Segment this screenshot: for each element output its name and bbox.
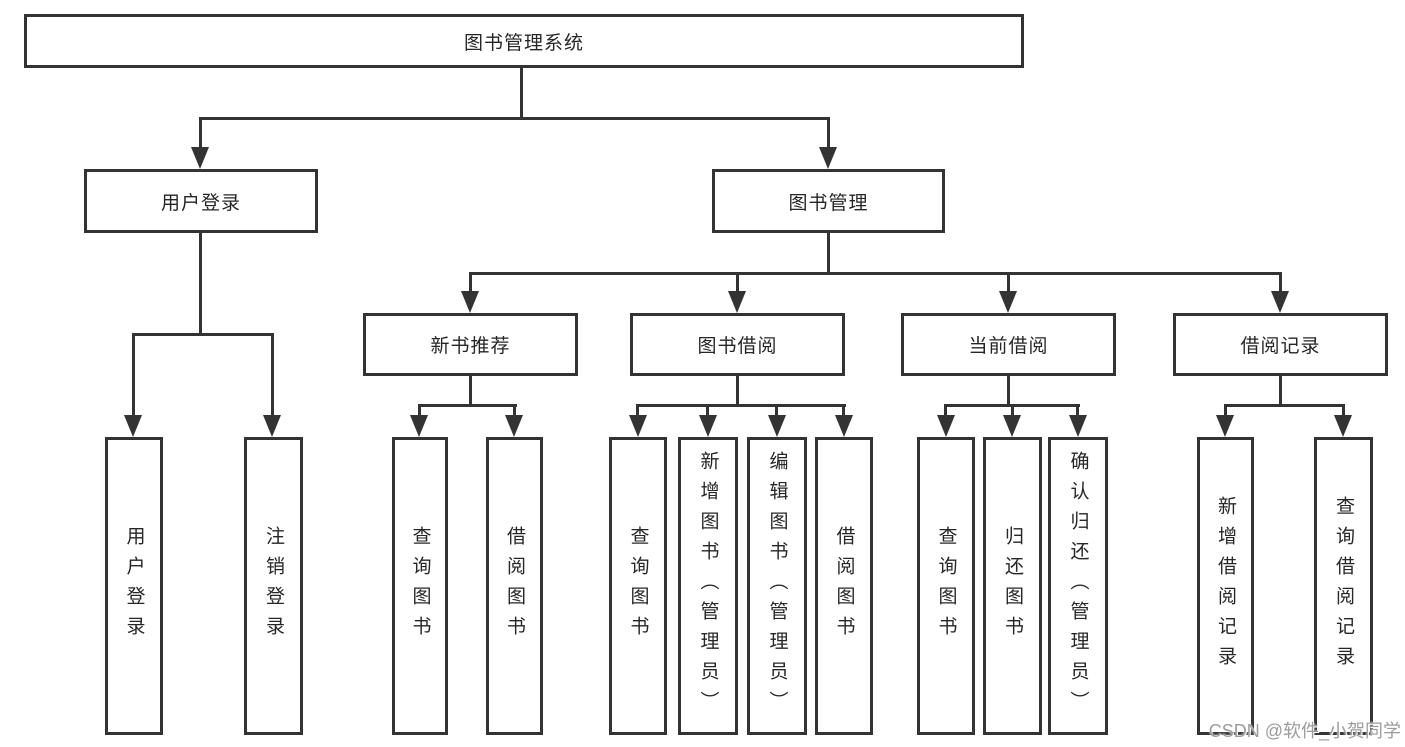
arrow-down-icon: [629, 415, 647, 437]
node-book-borrow: 图书借阅: [630, 313, 845, 376]
leaf-label: 新增借阅记录: [1215, 496, 1236, 676]
leaf-label: 编辑图书（管理员）: [766, 451, 788, 721]
leaf-label: 查询图书: [935, 526, 957, 646]
leaf-label: 注销登录: [263, 526, 284, 646]
arrow-down-icon: [937, 415, 955, 437]
arrow-down-icon: [1271, 291, 1289, 313]
arrow-down-icon: [768, 415, 786, 437]
connector-line: [1342, 404, 1345, 416]
arrow-down-icon: [461, 291, 479, 313]
leaf-label: 新增图书（管理员）: [697, 451, 719, 721]
connector-line: [418, 404, 421, 416]
connector-line: [271, 333, 274, 415]
connector-line: [1007, 272, 1010, 292]
arrow-down-icon: [728, 291, 746, 313]
arrow-down-icon: [191, 147, 209, 169]
connector-line: [827, 117, 830, 149]
node-borrow-record: 借阅记录: [1173, 313, 1388, 376]
node-user-login: 用户登录: [84, 169, 318, 233]
connector-line: [199, 117, 830, 120]
connector-line: [775, 404, 778, 416]
arrow-down-icon: [1003, 415, 1021, 437]
connector-line: [513, 404, 516, 416]
connector-line: [944, 404, 947, 416]
node-new-book-recommend: 新书推荐: [363, 313, 578, 376]
connector-line: [1011, 404, 1014, 416]
leaf-label: 用户登录: [123, 526, 145, 646]
arrow-down-icon: [1334, 415, 1352, 437]
arrow-down-icon: [835, 415, 853, 437]
connector-line: [706, 404, 709, 416]
connector-line: [132, 333, 274, 336]
connector-line: [636, 404, 846, 407]
node-leaf-add-borrow-record: 新增借阅记录: [1197, 437, 1254, 735]
node-leaf-return-books: 归还图书: [983, 437, 1042, 735]
arrow-down-icon: [699, 415, 717, 437]
connector-line: [469, 272, 1282, 275]
connector-line: [1224, 404, 1227, 416]
leaf-label: 查询图书: [409, 526, 431, 646]
arrow-down-icon: [505, 415, 523, 437]
node-leaf-add-books-admin: 新增图书（管理员）: [678, 437, 738, 735]
connector-line: [736, 376, 739, 407]
connector-line: [736, 272, 739, 292]
connector-line: [1076, 404, 1079, 416]
leaf-label: 确认归还（管理员）: [1067, 451, 1089, 721]
node-leaf-recommend-query-books: 查询图书: [392, 437, 448, 735]
node-current-borrow: 当前借阅: [901, 313, 1116, 376]
connector-line: [469, 376, 472, 407]
connector-line: [1279, 376, 1282, 407]
node-leaf-recommend-borrow-books: 借阅图书: [486, 437, 543, 735]
leaf-label: 查询借阅记录: [1333, 496, 1354, 676]
node-leaf-confirm-return-admin: 确认归还（管理员）: [1048, 437, 1108, 735]
node-leaf-edit-books-admin: 编辑图书（管理员）: [747, 437, 807, 735]
node-leaf-current-query-books: 查询图书: [917, 437, 975, 735]
connector-line: [1007, 376, 1010, 407]
arrow-down-icon: [1216, 415, 1234, 437]
node-leaf-borrow-query-books: 查询图书: [609, 437, 667, 735]
connector-line: [1279, 272, 1282, 292]
connector-line: [199, 117, 202, 149]
arrow-down-icon: [999, 291, 1017, 313]
arrow-down-icon: [1069, 415, 1087, 437]
arrow-down-icon: [124, 415, 142, 437]
connector-line: [1224, 404, 1345, 407]
connector-line: [520, 66, 523, 118]
arrow-down-icon: [263, 415, 281, 437]
watermark-text: CSDN @软件_小贺同学: [1208, 721, 1401, 741]
connector-line: [469, 272, 472, 292]
node-leaf-query-borrow-record: 查询借阅记录: [1314, 437, 1373, 735]
node-leaf-user-login: 用户登录: [105, 437, 163, 735]
node-leaf-logout: 注销登录: [244, 437, 303, 735]
arrow-down-icon: [410, 415, 428, 437]
connector-line: [132, 333, 135, 415]
connector-line: [418, 404, 517, 407]
leaf-label: 借阅图书: [833, 526, 855, 646]
connector-line: [199, 233, 202, 336]
connector-line: [842, 404, 845, 416]
connector-line: [636, 404, 639, 416]
arrow-down-icon: [819, 147, 837, 169]
leaf-label: 查询图书: [627, 526, 649, 646]
leaf-label: 归还图书: [1002, 526, 1023, 646]
leaf-label: 借阅图书: [504, 526, 525, 646]
node-leaf-borrow-books: 借阅图书: [815, 437, 873, 735]
connector-line: [827, 233, 830, 275]
node-book-management: 图书管理: [712, 169, 945, 233]
node-root: 图书管理系统: [24, 14, 1024, 68]
